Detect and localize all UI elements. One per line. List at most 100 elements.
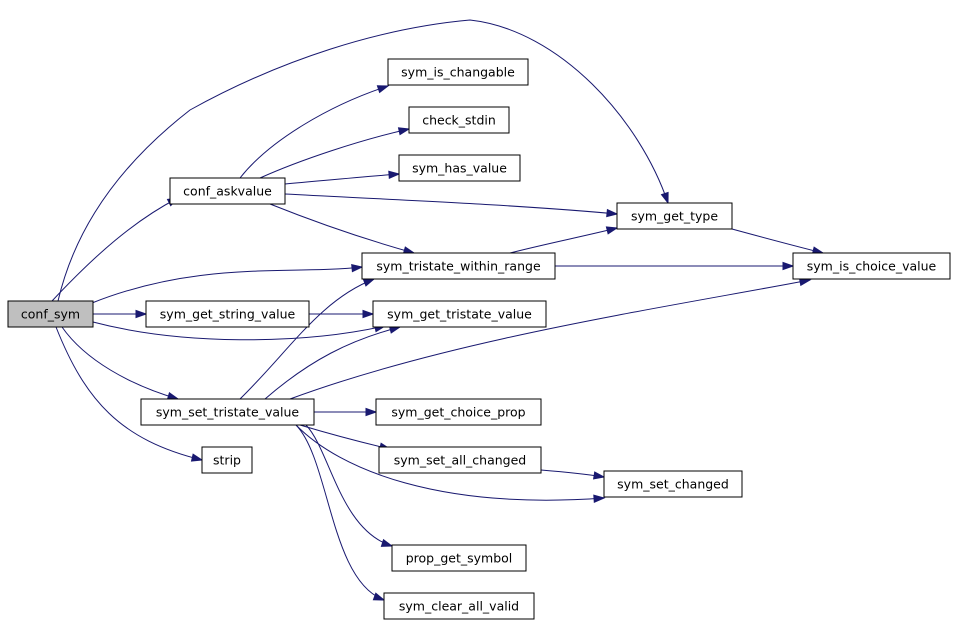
edge-line <box>92 321 386 341</box>
edge-sym_set_all_changed-to-sym_set_changed <box>540 469 606 480</box>
node-box <box>361 252 556 280</box>
arrowhead <box>605 226 619 235</box>
node-conf_sym[interactable]: conf_sym <box>7 300 94 328</box>
edge-line <box>51 197 179 302</box>
node-label: sym_set_all_changed <box>394 453 526 468</box>
edge-sym_get_type-to-sym_is_choice_value <box>731 228 825 255</box>
node-box <box>375 398 542 426</box>
node-box <box>391 544 527 572</box>
arrowhead <box>362 309 375 319</box>
edge-sym_set_tristate_value-to-sym_get_tristate_value <box>264 325 402 400</box>
node-label: sym_set_tristate_value <box>156 405 300 420</box>
node-label: strip <box>213 453 241 468</box>
node-box <box>140 398 315 426</box>
edge-conf_sym-to-sym_get_type <box>57 19 669 302</box>
edge-conf_askvalue-to-sym_has_value <box>284 170 401 185</box>
node-box <box>398 154 521 182</box>
edge-line <box>61 326 179 400</box>
arrowhead <box>606 208 619 218</box>
edge-conf_sym-to-conf_askvalue <box>51 197 180 302</box>
node-label: sym_set_changed <box>617 477 729 492</box>
node-label: sym_is_choice_value <box>807 259 937 274</box>
edge-sym_set_tristate_value-to-prop_get_symbol <box>305 424 394 547</box>
node-label: sym_get_string_value <box>160 307 296 322</box>
node-sym_get_choice_prop[interactable]: sym_get_choice_prop <box>375 398 542 426</box>
arrowhead <box>351 263 364 273</box>
node-sym_get_type[interactable]: sym_get_type <box>616 202 733 230</box>
node-box <box>372 300 547 328</box>
node-sym_has_value[interactable]: sym_has_value <box>398 154 521 182</box>
edge-line <box>289 279 811 400</box>
arrowhead <box>593 494 606 503</box>
edge-sym_set_tristate_value-to-sym_get_choice_prop <box>314 407 378 417</box>
node-label: sym_get_type <box>631 209 718 224</box>
edge-conf_askvalue-to-sym_get_type <box>284 193 619 218</box>
node-sym_set_all_changed[interactable]: sym_set_all_changed <box>378 446 542 474</box>
node-sym_clear_all_valid[interactable]: sym_clear_all_valid <box>383 592 535 620</box>
function-nodes: conf_sym conf_askvalue sym_get_string_valu… <box>7 58 951 620</box>
edge-conf_sym-to-sym_get_string_value <box>93 309 148 319</box>
node-sym_set_changed[interactable]: sym_set_changed <box>603 470 743 498</box>
edge-conf_sym-to-sym_set_tristate_value <box>61 326 180 401</box>
node-sym_is_changable[interactable]: sym_is_changable <box>387 58 529 86</box>
node-box <box>7 300 94 328</box>
arrowhead <box>592 471 606 480</box>
edge-line <box>284 173 400 185</box>
edge-sym_get_string_value-to-sym_get_tristate_value <box>309 309 375 319</box>
node-box <box>603 470 743 498</box>
arrowhead <box>376 85 390 94</box>
node-sym_is_choice_value[interactable]: sym_is_choice_value <box>792 252 951 280</box>
node-box <box>792 252 951 280</box>
call-edges <box>51 19 825 601</box>
node-box <box>616 202 733 230</box>
edge-line <box>295 424 605 501</box>
node-box <box>408 106 510 134</box>
edge-line <box>295 424 385 601</box>
node-sym_tristate_within_range[interactable]: sym_tristate_within_range <box>361 252 556 280</box>
edge-line <box>57 19 669 302</box>
arrowhead <box>362 278 376 287</box>
arrowhead <box>135 309 148 319</box>
edge-line <box>305 424 393 547</box>
edge-conf_askvalue-to-sym_tristate_within_range <box>269 203 416 255</box>
node-label: sym_has_value <box>412 161 507 176</box>
arrowhead <box>782 261 795 271</box>
edge-line <box>91 266 363 304</box>
edge-conf_askvalue-to-check_stdin <box>259 127 411 179</box>
node-sym_get_string_value[interactable]: sym_get_string_value <box>145 300 310 328</box>
node-label: sym_get_choice_prop <box>391 405 525 420</box>
node-conf_askvalue[interactable]: conf_askvalue <box>169 177 286 205</box>
arrowhead <box>372 592 386 601</box>
arrowhead <box>397 127 411 136</box>
edge-line <box>269 203 415 254</box>
edge-line <box>239 278 375 400</box>
node-prop_get_symbol[interactable]: prop_get_symbol <box>391 544 527 572</box>
edge-line <box>239 85 389 179</box>
node-label: sym_clear_all_valid <box>399 599 519 614</box>
edge-sym_set_tristate_value-to-sym_tristate_within_range <box>239 278 376 400</box>
node-sym_set_tristate_value[interactable]: sym_set_tristate_value <box>140 398 315 426</box>
node-check_stdin[interactable]: check_stdin <box>408 106 510 134</box>
arrowhead <box>660 191 669 205</box>
edge-sym_tristate_within_range-to-sym_get_type <box>509 226 619 254</box>
node-box <box>201 446 253 474</box>
node-label: sym_is_changable <box>401 65 515 80</box>
edge-line <box>731 228 824 254</box>
node-sym_get_tristate_value[interactable]: sym_get_tristate_value <box>372 300 547 328</box>
node-box <box>387 58 529 86</box>
edge-line <box>299 424 391 450</box>
arrowhead <box>365 407 378 417</box>
node-label: prop_get_symbol <box>406 551 513 566</box>
edge-sym_set_tristate_value-to-sym_clear_all_valid <box>295 424 386 601</box>
node-label: sym_tristate_within_range <box>376 259 541 274</box>
node-box <box>378 446 542 474</box>
node-label: conf_askvalue <box>183 184 272 199</box>
arrowhead <box>190 453 204 462</box>
edge-line <box>259 128 410 179</box>
arrowhead <box>388 170 401 180</box>
node-strip[interactable]: strip <box>201 446 253 474</box>
edge-line <box>509 227 618 254</box>
node-label: sym_get_tristate_value <box>387 307 532 322</box>
edge-sym_set_tristate_value-to-sym_set_changed <box>295 424 606 503</box>
